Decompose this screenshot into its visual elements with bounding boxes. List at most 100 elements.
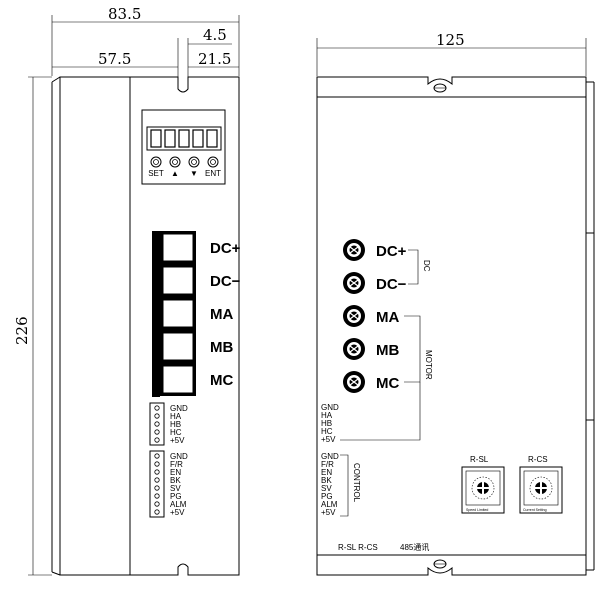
set-button[interactable]: SET (148, 156, 164, 178)
button-label: ▲ (171, 169, 179, 178)
terminal-label: DC− (376, 276, 407, 293)
connector-pin (154, 469, 160, 475)
terminal-dc-plus-side: DC+ (160, 231, 241, 264)
terminal-label: MA (210, 306, 233, 323)
side-body-outline (59, 76, 240, 576)
dim-83-5: 83.5 (108, 5, 141, 23)
down-button[interactable]: ▼ (188, 156, 200, 178)
pin-label: PG (170, 492, 182, 501)
terminal-ma-side: MA (160, 297, 233, 330)
dim-4-5: 4.5 (203, 26, 227, 44)
control-pin-label: EN (321, 468, 332, 477)
pin-label: SV (170, 484, 181, 493)
rcs-title: R-CS (528, 455, 548, 464)
seven-segment-display (146, 126, 222, 151)
rcs-switch[interactable] (519, 466, 563, 514)
rcs-caption: Current Setting (523, 508, 547, 512)
display-panel (141, 109, 226, 185)
rsl-title: R-SL (470, 455, 489, 464)
terminal-dc-minus-side: DC− (160, 264, 241, 297)
dim-125: 125 (436, 31, 465, 49)
rsl-caption: Speed Limited (466, 508, 488, 512)
front-terminals: DC+ DC− MA MB MC (343, 239, 407, 393)
motor-bracket (340, 315, 421, 441)
pin-label: +5V (170, 508, 185, 517)
connector-pin (154, 437, 160, 443)
dim-57-5: 57.5 (98, 50, 131, 68)
terminal-label: MC (210, 372, 233, 389)
connector-pin (154, 429, 160, 435)
side-view: 83.5 4.5 57.5 21.5 226 SET ▲ ▼ ENT DC+ DC− MA… (13, 5, 241, 576)
front-dimensions (316, 38, 587, 76)
pin-label: ALM (170, 500, 187, 509)
motor-group-label: MOTOR (424, 350, 433, 380)
connector-pin (154, 405, 160, 411)
pin-label: F/R (170, 460, 183, 469)
hall-pin-label: +5V (321, 435, 336, 444)
terminal-mc-front: MC (343, 371, 399, 393)
terminal-dc-plus-front: DC+ (343, 239, 407, 261)
connector-pin (154, 485, 160, 491)
pin-label: BK (170, 476, 181, 485)
display-digit (206, 129, 218, 148)
comm-label: 485通讯 (400, 542, 429, 552)
terminal-label: DC+ (210, 240, 241, 257)
side-terminals: DC+ DC− MA MB MC (160, 231, 241, 396)
button-label: SET (148, 169, 164, 178)
control-pin-label: BK (321, 476, 332, 485)
terminal-label: MB (210, 339, 233, 356)
terminal-label: DC+ (376, 243, 407, 260)
display-digit (178, 129, 190, 148)
hall-pin-label: HA (321, 411, 333, 420)
hall-pin-label: HC (321, 427, 333, 436)
terminal-mc-side: MC (160, 363, 233, 396)
control-pin-label: PG (321, 492, 333, 501)
connector-pin (154, 413, 160, 419)
control-pin-label: GND (321, 452, 339, 461)
control-bracket (340, 454, 349, 517)
terminal-block-side (152, 231, 160, 397)
rsl-switch[interactable] (461, 466, 505, 514)
pin-label: GND (170, 404, 188, 413)
up-button[interactable]: ▲ (169, 156, 181, 178)
display-digit (150, 129, 162, 148)
terminal-label: MC (376, 375, 399, 392)
front-body-outline (316, 76, 587, 576)
pin-label: EN (170, 468, 181, 477)
control-pin-label: SV (321, 484, 332, 493)
ent-button[interactable]: ENT (205, 156, 221, 178)
display-buttons: SET ▲ ▼ ENT (148, 156, 221, 178)
pin-label: HC (170, 428, 182, 437)
connector-pin (154, 477, 160, 483)
dc-bracket (408, 249, 419, 285)
control-pin-label: +5V (321, 508, 336, 517)
terminal-ma-front: MA (343, 305, 399, 327)
pin-label: HA (170, 412, 182, 421)
display-digit (192, 129, 204, 148)
side-dimensions (28, 15, 240, 576)
dim-226: 226 (13, 316, 31, 345)
dim-21-5: 21.5 (198, 50, 231, 68)
pin-label: +5V (170, 436, 185, 445)
terminal-mb-front: MB (343, 338, 399, 360)
connector-pin (154, 501, 160, 507)
pin-label: GND (170, 452, 188, 461)
terminal-label: MB (376, 342, 399, 359)
top-screw (433, 83, 447, 93)
rsl-rcs-label: R-SL R-CS (338, 543, 378, 552)
button-label: ENT (205, 169, 221, 178)
hall-pin-label: HB (321, 419, 332, 428)
bottom-screw (433, 559, 447, 569)
terminal-label: DC− (210, 273, 241, 290)
terminal-mb-side: MB (160, 330, 233, 363)
control-pin-label: ALM (321, 500, 338, 509)
connector-pin (154, 461, 160, 467)
connector-pin (154, 493, 160, 499)
terminal-label: MA (376, 309, 399, 326)
connector-pin (154, 509, 160, 515)
control-group-label: CONTROL (352, 463, 361, 503)
